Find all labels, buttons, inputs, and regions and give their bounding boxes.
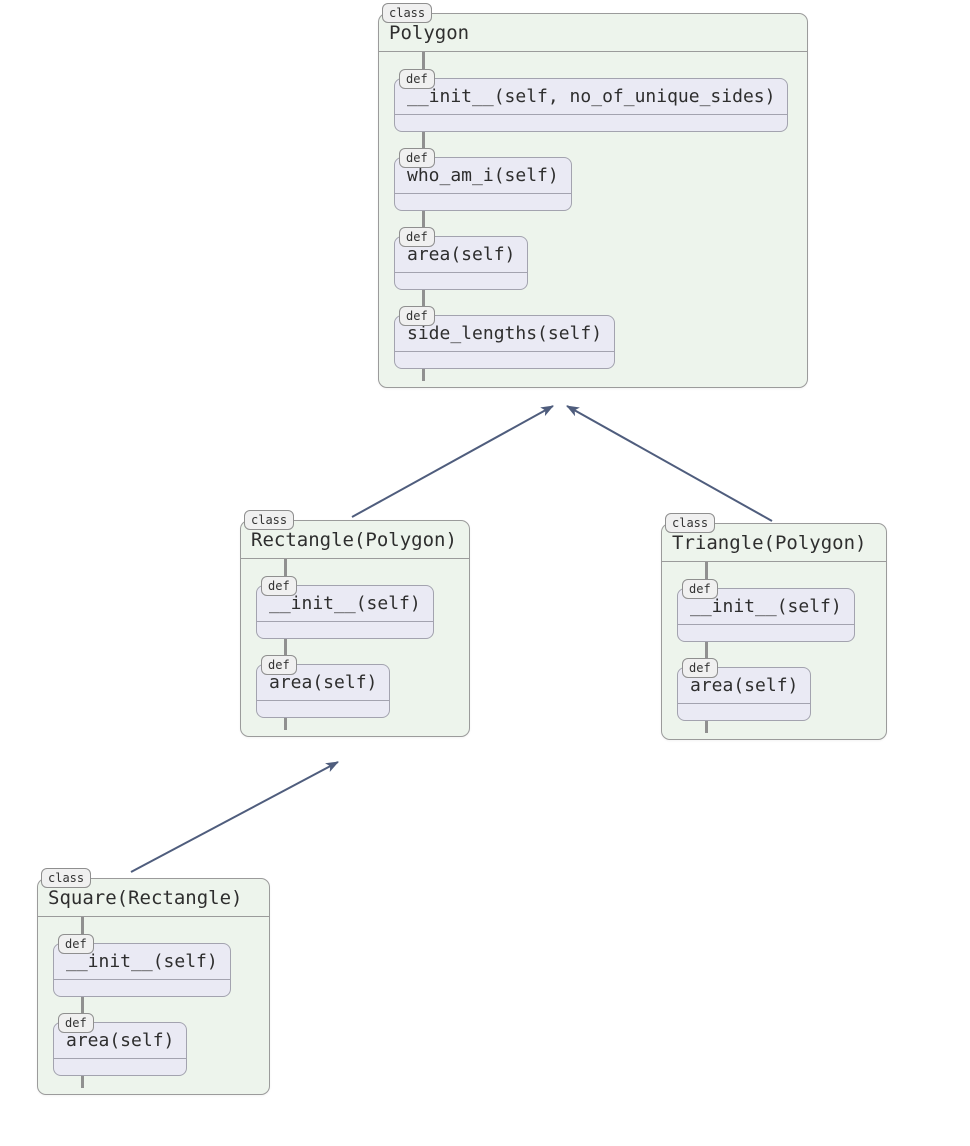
method-body [54, 980, 230, 996]
method-body [678, 704, 810, 720]
method-node: def __init__(self, no_of_unique_sides) [394, 69, 789, 132]
method-signature: __init__(self) [257, 586, 433, 622]
def-badge: def [682, 579, 718, 599]
class-badge: class [382, 3, 433, 23]
method-body [395, 273, 527, 289]
class-title-polygon: Polygon [379, 14, 807, 52]
method-body [257, 701, 389, 717]
method-signature: __init__(self, no_of_unique_sides) [395, 79, 788, 115]
method-connector-line [81, 917, 84, 1088]
def-badge: def [261, 576, 297, 596]
method-signature: area(self) [678, 668, 811, 704]
method-connector-line [284, 559, 287, 730]
method-body [54, 1059, 186, 1075]
class-badge: class [244, 510, 295, 530]
method-signature: area(self) [257, 665, 390, 701]
method-body [257, 622, 433, 638]
class-title-square: Square(Rectangle) [38, 879, 269, 917]
class-node-polygon: class Polygon def __init__(self, no_of_u… [378, 3, 808, 388]
def-badge: def [399, 148, 435, 168]
def-badge: def [261, 655, 297, 675]
method-connector-line [705, 562, 708, 733]
method-node: def area(self) [53, 1013, 188, 1076]
class-title-rectangle: Rectangle(Polygon) [241, 521, 469, 559]
method-body [395, 115, 787, 131]
method-connector-line [422, 52, 425, 381]
class-node-square: class Square(Rectangle) def __init__(sel… [37, 868, 270, 1095]
def-badge: def [399, 69, 435, 89]
class-title-triangle: Triangle(Polygon) [662, 524, 886, 562]
class-body: def __init__(self, no_of_unique_sides) d… [379, 52, 807, 387]
def-badge: def [682, 658, 718, 678]
def-badge: def [58, 1013, 94, 1033]
method-signature: who_am_i(self) [395, 158, 571, 194]
inheritance-edge-square-to-rectangle [130, 761, 339, 873]
method-node: def area(self) [394, 227, 529, 290]
method-node: def __init__(self) [677, 579, 855, 642]
method-node: def side_lengths(self) [394, 306, 616, 369]
method-node: def who_am_i(self) [394, 148, 572, 211]
method-body [678, 625, 854, 641]
method-node: def __init__(self) [53, 934, 231, 997]
def-badge: def [399, 306, 435, 326]
method-signature: side_lengths(self) [395, 316, 615, 352]
def-badge: def [58, 934, 94, 954]
class-node-triangle: class Triangle(Polygon) def __init__(sel… [661, 513, 887, 740]
class-badge: class [665, 513, 716, 533]
class-badge: class [41, 868, 92, 888]
inheritance-edge-rectangle-to-polygon [351, 405, 554, 518]
method-signature: area(self) [395, 237, 528, 273]
method-node: def __init__(self) [256, 576, 434, 639]
class-body: def __init__(self) def area(self) [241, 559, 469, 736]
method-signature: area(self) [54, 1023, 187, 1059]
method-node: def area(self) [677, 658, 812, 721]
method-signature: __init__(self) [54, 944, 230, 980]
class-node-rectangle: class Rectangle(Polygon) def __init__(se… [240, 510, 470, 737]
class-body: def __init__(self) def area(self) [38, 917, 269, 1094]
method-body [395, 352, 614, 368]
method-node: def area(self) [256, 655, 391, 718]
class-body: def __init__(self) def area(self) [662, 562, 886, 739]
method-body [395, 194, 571, 210]
def-badge: def [399, 227, 435, 247]
inheritance-edge-triangle-to-polygon [566, 405, 773, 522]
method-signature: __init__(self) [678, 589, 854, 625]
